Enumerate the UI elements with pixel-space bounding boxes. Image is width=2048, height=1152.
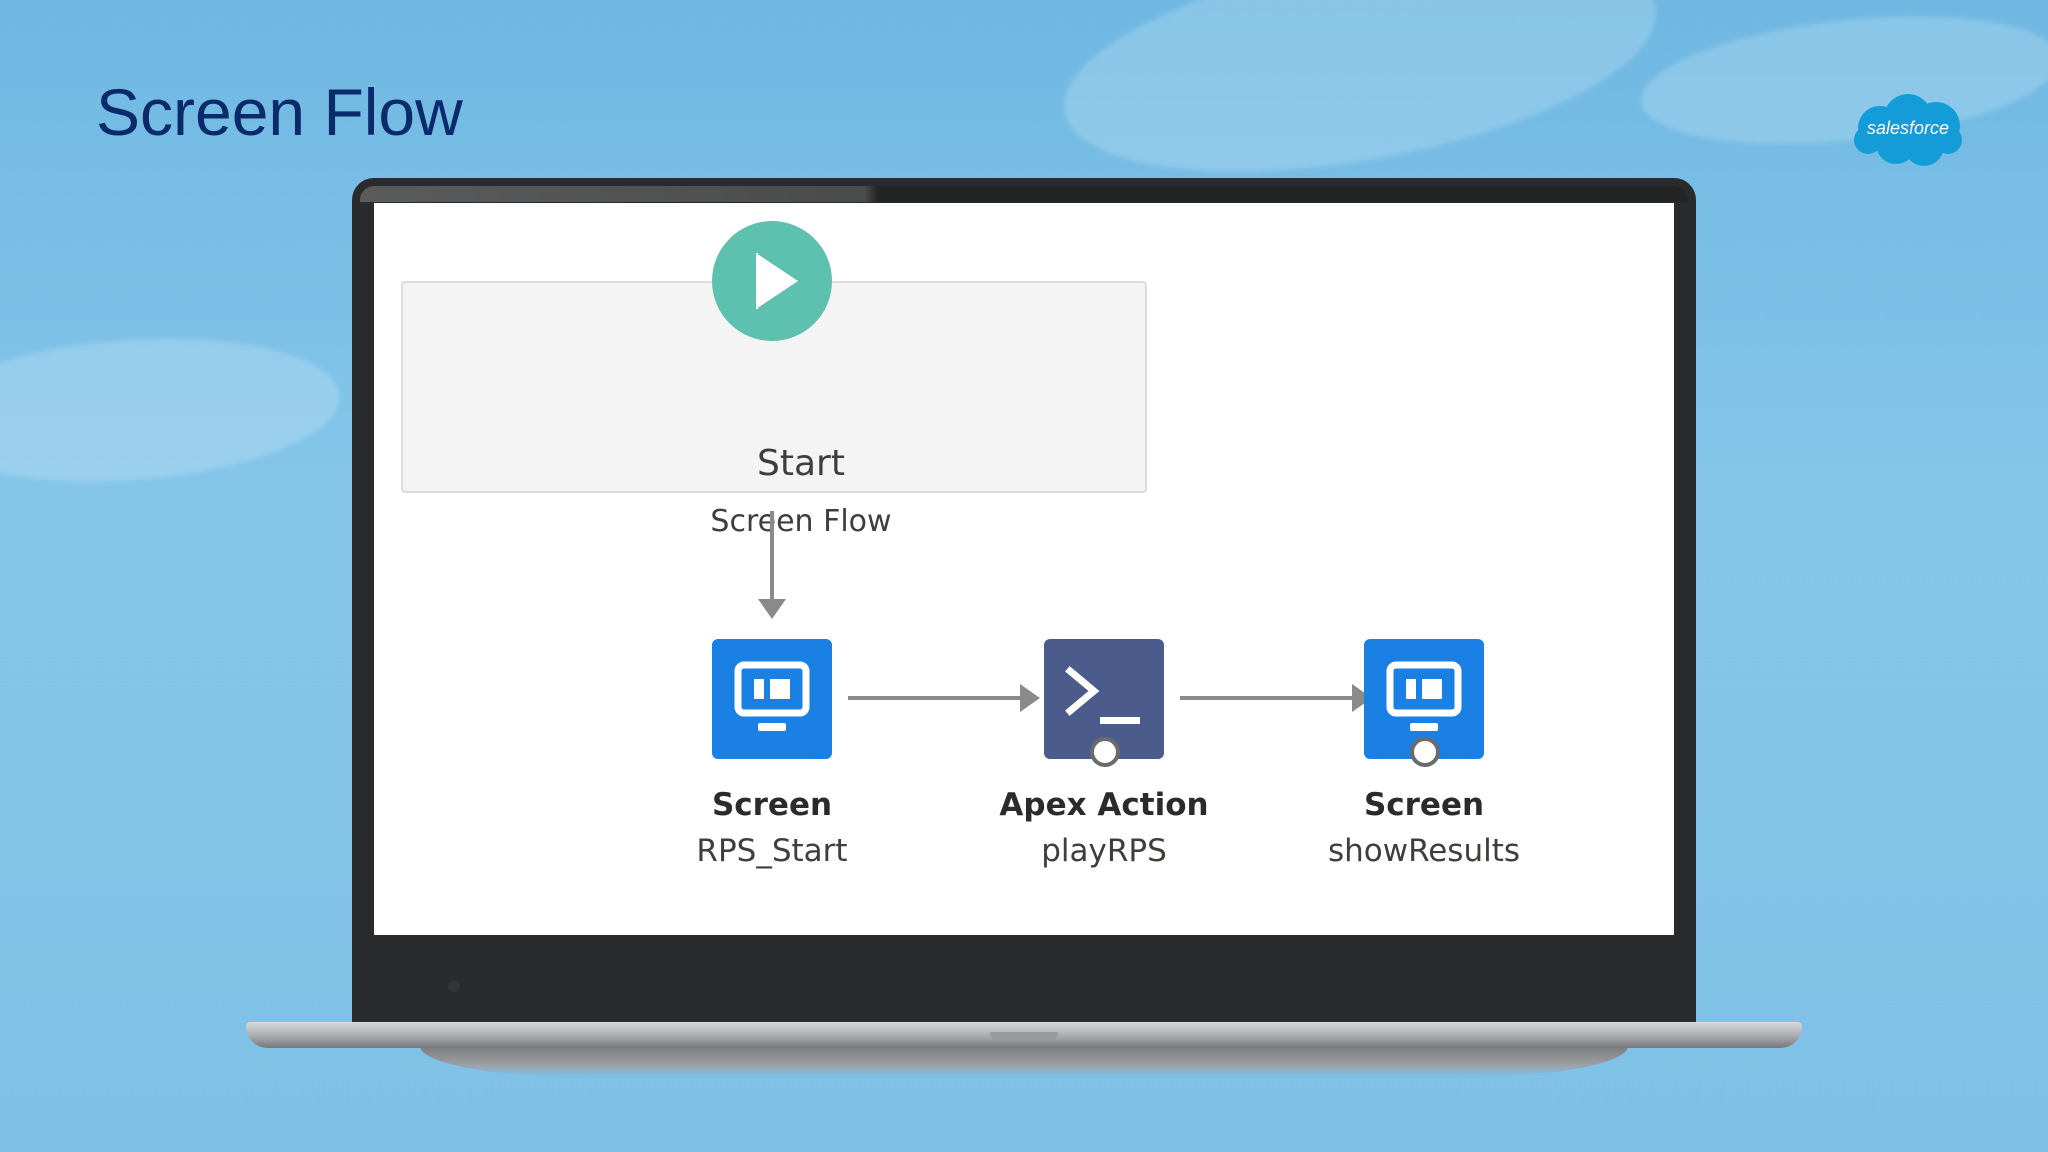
node-api-name: showResults xyxy=(1327,833,1521,869)
node-api-name: RPS_Start xyxy=(696,833,848,869)
flow-canvas: Start Screen Flow Screen R xyxy=(374,203,1674,935)
play-icon[interactable] xyxy=(712,221,832,341)
node-type-label: Screen xyxy=(1363,787,1485,823)
node-type-label: Screen xyxy=(711,787,833,823)
start-label: Start xyxy=(757,443,845,484)
logo-text: salesforce xyxy=(1866,118,1950,138)
start-flow-type: Screen Flow xyxy=(710,504,892,539)
node-api-name: playRPS xyxy=(1041,833,1167,869)
slide-title: Screen Flow xyxy=(96,75,463,149)
screen-icon xyxy=(712,639,832,759)
laptop-notch xyxy=(990,1032,1058,1039)
salesforce-logo: salesforce xyxy=(1852,94,1964,172)
fault-connector-handle[interactable] xyxy=(1090,737,1120,767)
laptop-base-shadow xyxy=(420,1046,1628,1076)
node-type-label: Apex Action xyxy=(999,787,1209,823)
background-streak xyxy=(1634,0,2048,162)
flow-connectors xyxy=(758,511,1372,712)
connector-handle[interactable] xyxy=(1410,737,1440,767)
background-streak xyxy=(0,325,345,495)
laptop-camera xyxy=(448,980,460,992)
